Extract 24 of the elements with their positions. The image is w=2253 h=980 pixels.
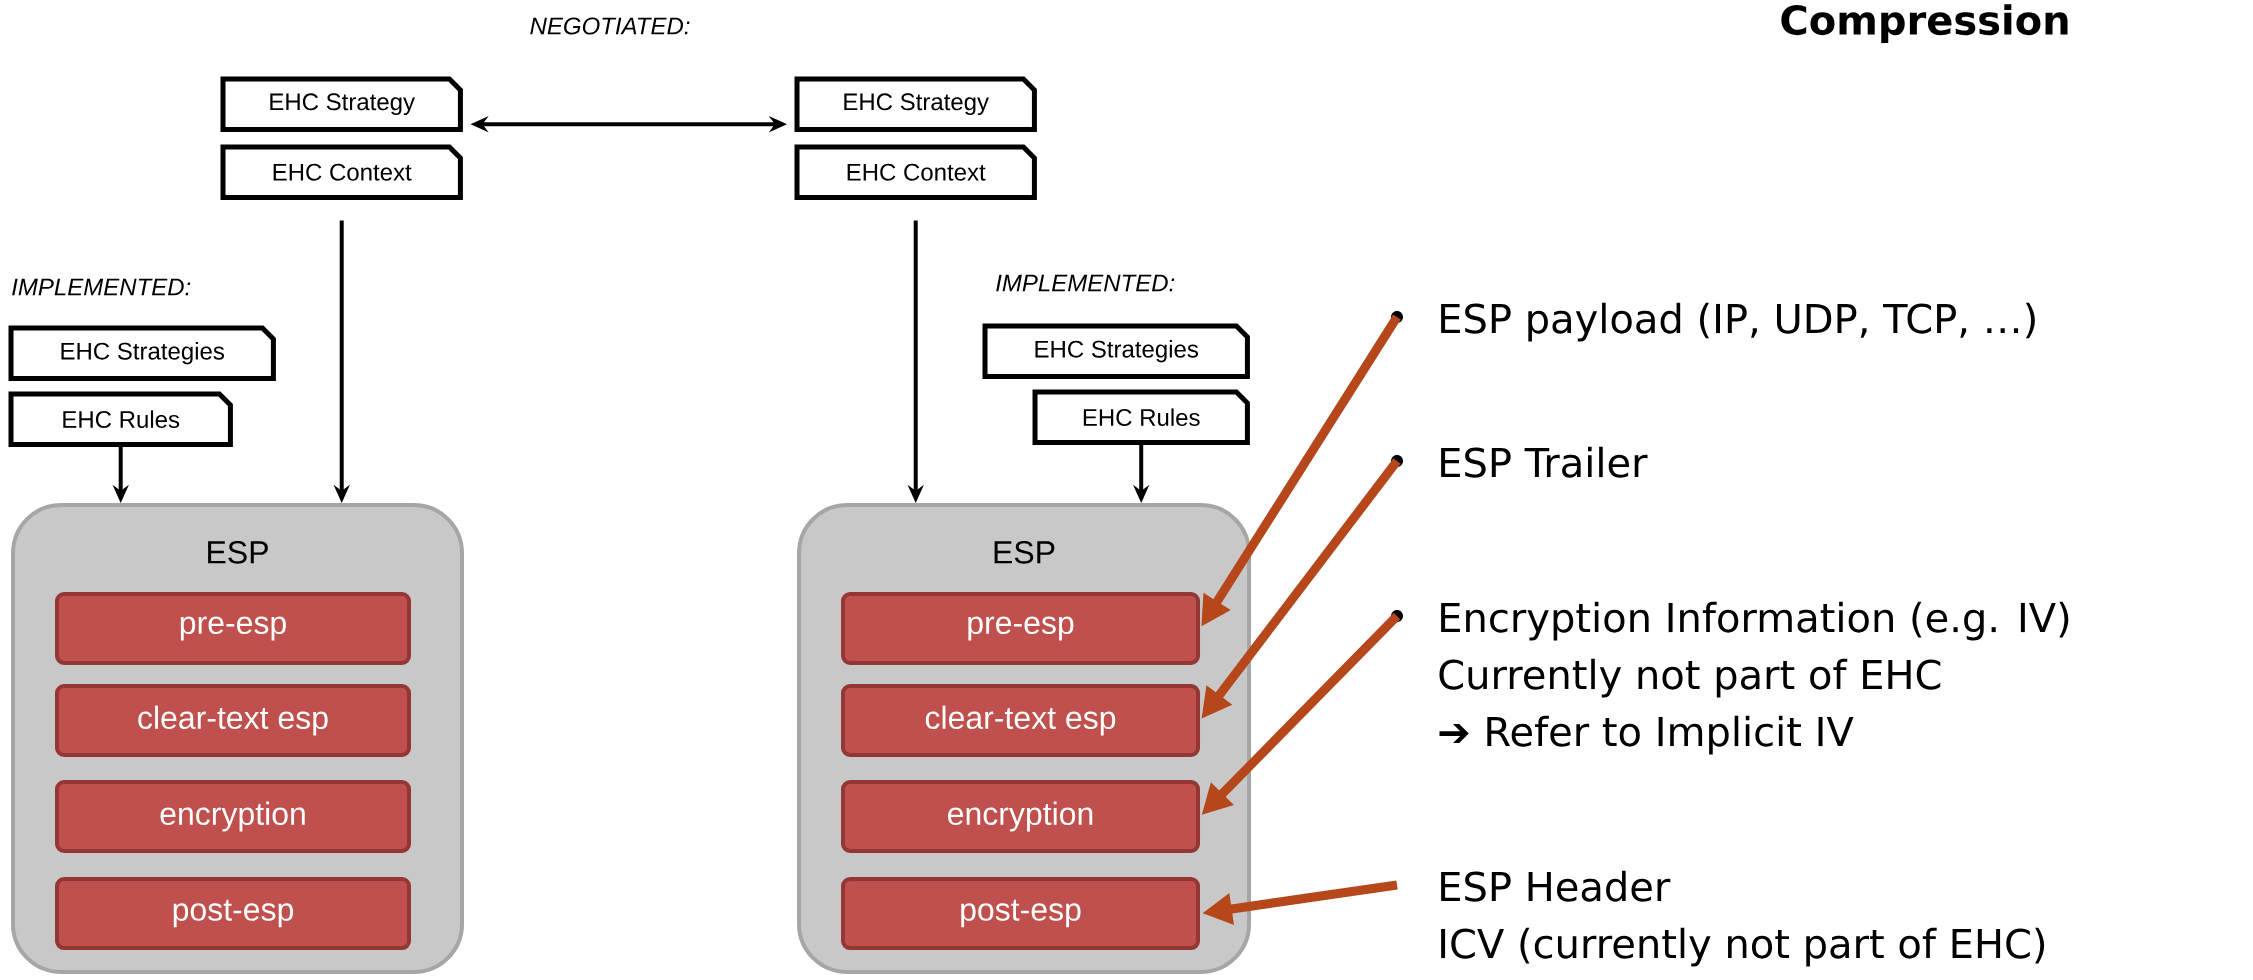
layer-box: clear-text esp: [55, 684, 411, 757]
bullet-text: ESP Trailer: [1391, 446, 1648, 478]
bullet-text: ESP Header ICV (currently not part of EHC): [1441, 870, 2045, 967]
title: Compression: [1781, 4, 2068, 43]
tag-box: EHC Context: [220, 144, 463, 200]
layer-box: clear-text esp: [841, 684, 1200, 757]
layer-box: encryption: [841, 780, 1200, 853]
bullet-text: ESP payload (IP, UDP, TCP, …): [1391, 302, 2035, 342]
tag-box: EHC Strategies: [982, 323, 1250, 379]
layer-box: pre-esp: [55, 592, 411, 665]
section-label: IMPLEMENTED:: [996, 274, 1175, 292]
tag-box: EHC Rules: [1032, 389, 1250, 445]
tag-box: EHC Context: [794, 144, 1037, 200]
layer-box: encryption: [55, 780, 411, 853]
bullet-text: Encryption Information (e.g. IV) Currently not part of EHC ➔ Refer to Implicit IV: [1391, 601, 2069, 755]
layer-box: pre-esp: [841, 592, 1200, 665]
tag-box: EHC Strategies: [8, 325, 276, 381]
tag-box: EHC Strategy: [794, 76, 1037, 132]
layer-box: post-esp: [55, 877, 411, 950]
tag-box: EHC Rules: [8, 391, 233, 447]
section-label: NEGOTIATED:: [530, 17, 690, 35]
tag-box: EHC Strategy: [220, 76, 463, 132]
layer-box: post-esp: [841, 877, 1200, 950]
section-label: IMPLEMENTED:: [12, 278, 191, 296]
